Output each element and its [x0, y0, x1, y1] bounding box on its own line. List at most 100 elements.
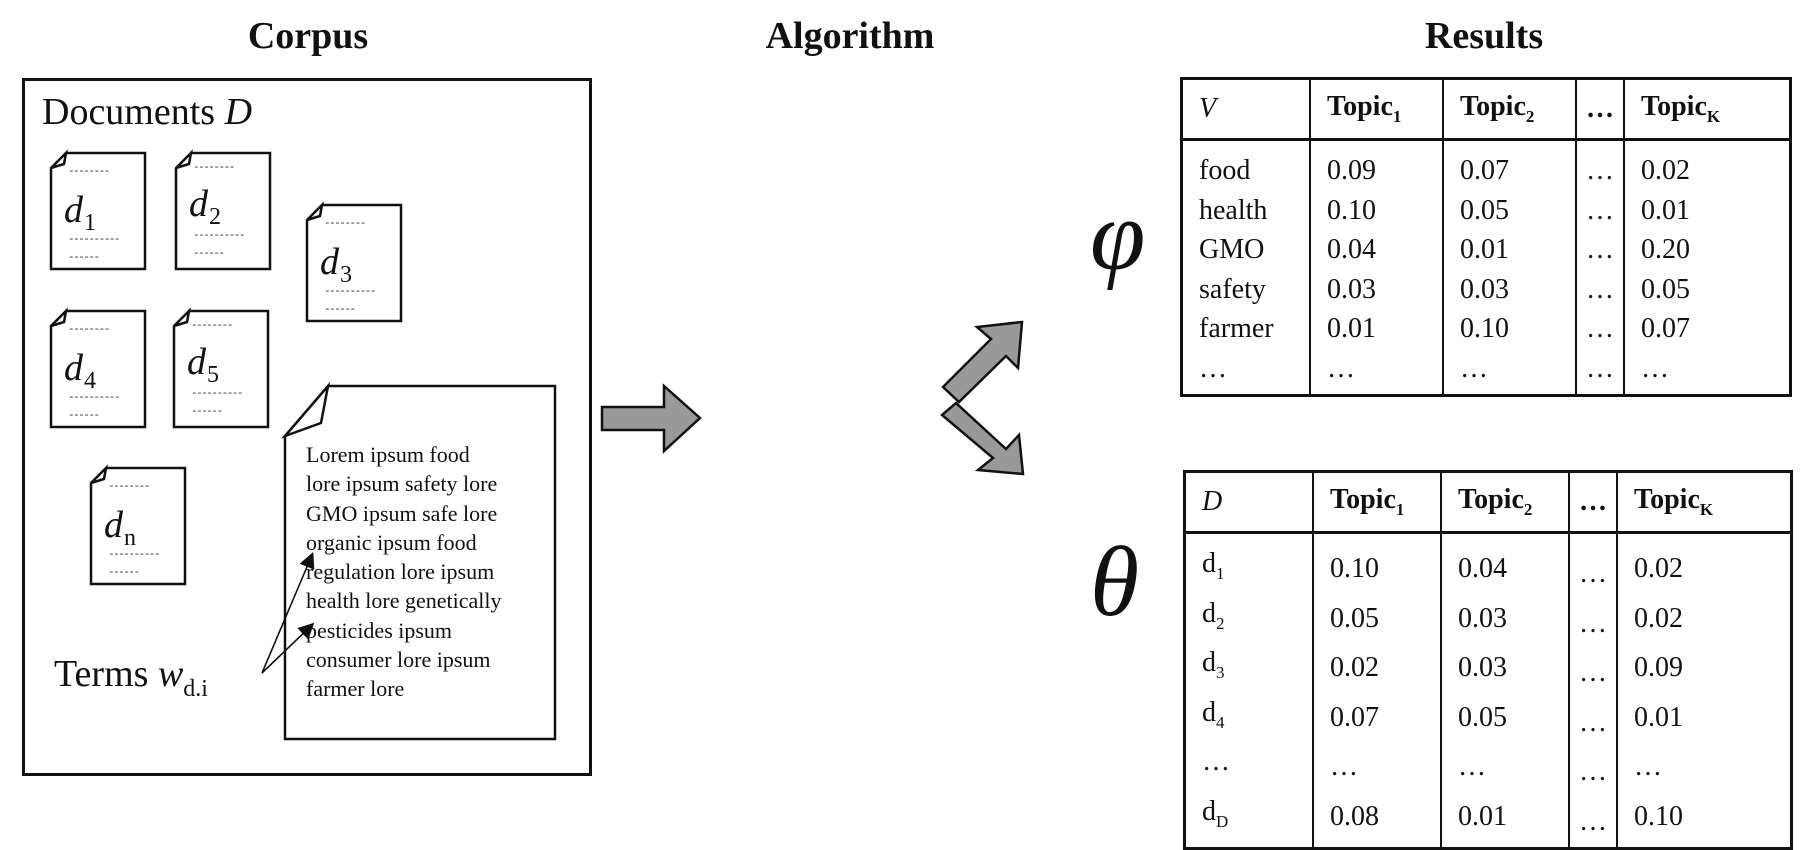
- cell: …: [1616, 742, 1793, 792]
- text-line: --------: [68, 324, 110, 336]
- row-label-sub: 1: [1216, 564, 1225, 583]
- cell-dots: …: [1575, 230, 1625, 270]
- topic-sub: 1: [1395, 500, 1405, 519]
- cell: 0.02: [1312, 643, 1442, 693]
- topic-text: Topic: [1634, 484, 1700, 515]
- topic-text: Topic: [1460, 91, 1526, 122]
- cell-dots: …: [1575, 309, 1625, 349]
- down-right-arrow-icon: [940, 401, 1025, 476]
- cell: 0.01: [1623, 190, 1792, 230]
- cell: …: [1312, 742, 1442, 792]
- terms-sub: d.i: [183, 676, 208, 702]
- cell: 0.03: [1442, 269, 1577, 309]
- cell: 0.05: [1442, 190, 1577, 230]
- row-label: d4: [1183, 692, 1314, 742]
- cell: 0.03: [1440, 593, 1570, 643]
- algorithm-title: Algorithm: [765, 15, 935, 57]
- row-label: d3: [1183, 643, 1314, 693]
- row-label-sub: D: [1216, 811, 1229, 831]
- topic-sub: K: [1699, 500, 1714, 519]
- row-label: health: [1180, 190, 1311, 230]
- header-topic-2: Topic2: [1442, 78, 1577, 141]
- doc-sub: 3: [340, 262, 352, 288]
- doc-letter: d: [64, 189, 83, 231]
- cell-dots: …: [1575, 348, 1625, 396]
- terms-symbol: w: [157, 653, 184, 695]
- row-label: d2: [1183, 593, 1314, 643]
- text-line: ----------: [193, 230, 246, 242]
- text-line: ----------: [108, 549, 161, 561]
- header-topic-k: TopicK: [1623, 78, 1792, 141]
- text-line: ----------: [68, 234, 121, 246]
- theta-symbol: θ: [1090, 526, 1140, 637]
- header-dots: …: [1568, 471, 1618, 534]
- text-line: ----------: [191, 388, 244, 400]
- row-label: dD: [1183, 791, 1314, 849]
- header-topic-1: Topic1: [1309, 78, 1444, 141]
- cell-dots: …: [1568, 742, 1618, 792]
- text-line: ----------: [324, 286, 377, 298]
- terms-label-text: Terms: [54, 653, 149, 695]
- terms-label: Terms wd.i: [54, 652, 208, 703]
- documents-label: Documents D: [42, 90, 252, 134]
- sample-document-page: [280, 381, 557, 741]
- page-icon: [49, 149, 147, 271]
- header-var: V: [1180, 78, 1311, 141]
- text-line: GMO ipsum safe lore: [306, 500, 498, 526]
- table-row: ……………: [1183, 742, 1793, 792]
- cell: 0.07: [1623, 309, 1792, 349]
- header-var: D: [1183, 471, 1314, 534]
- doc-letter: d: [189, 183, 208, 225]
- phi-symbol: φ: [1090, 180, 1146, 291]
- text-line: ------: [68, 410, 100, 422]
- right-arrow-icon: [600, 383, 702, 454]
- cell: 0.10: [1616, 791, 1793, 849]
- cell: 0.05: [1312, 593, 1442, 643]
- cell: 0.20: [1623, 230, 1792, 270]
- cell-dots: …: [1575, 269, 1625, 309]
- document-icon: -------- d2 ---------- ------: [174, 149, 272, 271]
- document-icon: -------- d1 ---------- ------: [49, 149, 147, 271]
- cell: 0.01: [1442, 230, 1577, 270]
- table-row: ……………: [1180, 348, 1792, 396]
- cell: 0.09: [1616, 643, 1793, 693]
- cell: 0.01: [1440, 791, 1570, 849]
- cell: 0.05: [1440, 692, 1570, 742]
- term-pointer-arrows: [261, 552, 315, 674]
- doc-sub: 5: [207, 362, 219, 388]
- row-label: …: [1180, 348, 1311, 396]
- corpus-title: Corpus: [247, 15, 369, 57]
- cell: 0.10: [1312, 532, 1442, 594]
- topic-text: Topic: [1458, 484, 1524, 515]
- row-label: …: [1183, 742, 1314, 792]
- document-label: d1: [64, 188, 96, 237]
- cell: 0.04: [1309, 230, 1444, 270]
- text-line: ------: [193, 248, 225, 260]
- cell-dots: …: [1568, 791, 1618, 849]
- page-icon: [49, 307, 147, 429]
- table-header-row: V Topic1 Topic2 … TopicK: [1180, 78, 1792, 141]
- row-label: d1: [1183, 532, 1314, 594]
- header-topic-k: TopicK: [1616, 471, 1793, 534]
- cell-dots: …: [1568, 532, 1618, 594]
- row-label: farmer: [1180, 309, 1311, 349]
- doc-letter: d: [187, 341, 206, 383]
- cell: 0.01: [1309, 309, 1444, 349]
- topic-sub: 1: [1392, 107, 1402, 126]
- text-line: ------: [324, 304, 356, 316]
- document-icon: -------- d4 ---------- ------: [49, 307, 147, 429]
- topic-text: Topic: [1327, 91, 1393, 122]
- text-line: ------: [108, 567, 140, 579]
- cell-dots: …: [1568, 692, 1618, 742]
- document-label: d4: [64, 346, 96, 395]
- cell-dots: …: [1568, 593, 1618, 643]
- page-icon: [174, 149, 272, 271]
- cell: 0.04: [1440, 532, 1570, 594]
